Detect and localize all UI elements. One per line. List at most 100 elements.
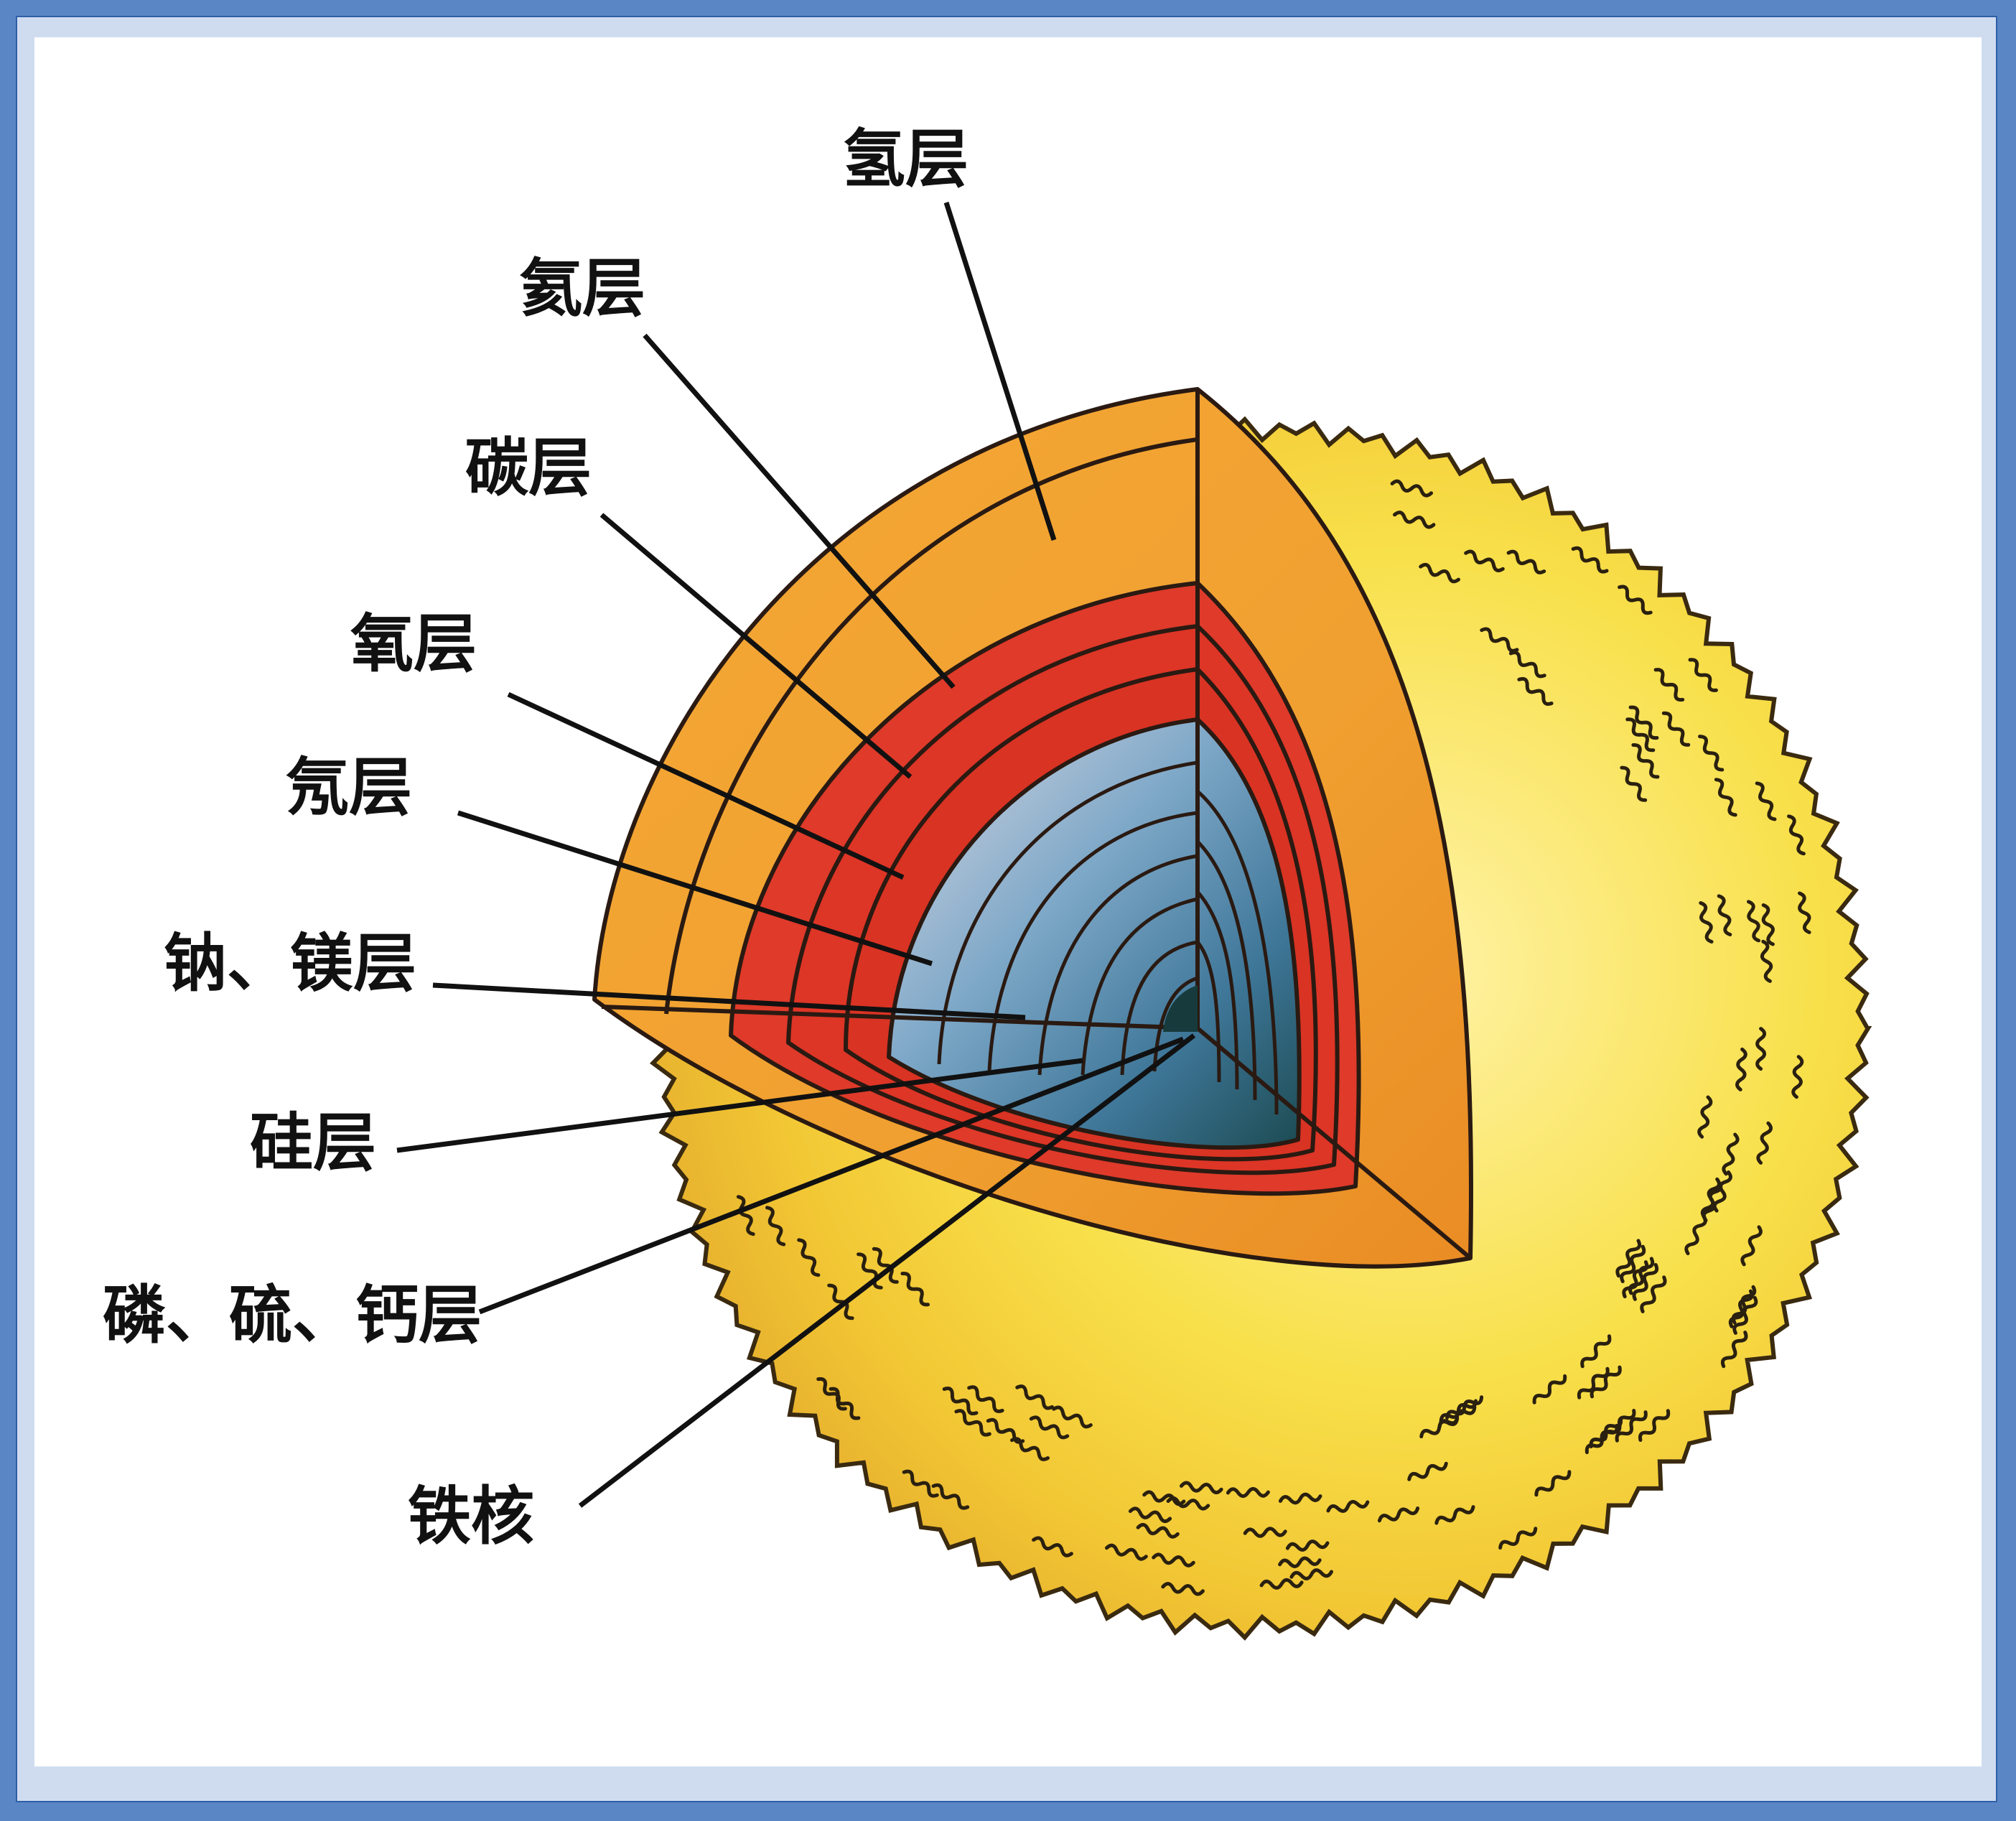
surface-squiggle xyxy=(1618,585,1653,615)
label-phosphorus-sulfur-calcium: 磷、硫、钙层 xyxy=(103,1278,482,1352)
surface-squiggle xyxy=(1787,814,1806,856)
surface-squiggle xyxy=(931,1483,970,1510)
surface-squiggle xyxy=(1015,1384,1054,1410)
surface-squiggle xyxy=(1480,627,1519,653)
leader-sodium-magnesium xyxy=(432,982,1026,1020)
surface-squiggle xyxy=(1698,735,1725,772)
surface-squiggle xyxy=(1326,1499,1370,1513)
hydrogen-layer-inner-line xyxy=(664,437,1198,1015)
surface-squiggle xyxy=(967,1385,1004,1414)
surface-squiggle xyxy=(900,1272,930,1307)
surface-squiggle xyxy=(1699,901,1714,944)
surface-squiggle xyxy=(829,1387,861,1420)
label-iron-core: 铁核 xyxy=(408,1479,534,1553)
surface-squiggle xyxy=(1760,939,1773,983)
surface-squiggle xyxy=(1589,1417,1623,1448)
cutaway-layers xyxy=(592,387,1473,1269)
leader-helium xyxy=(643,333,956,689)
surface-squiggle xyxy=(1226,1486,1270,1499)
surface-squiggle xyxy=(1628,705,1659,740)
surface-squiggle xyxy=(1755,781,1777,821)
surface-squiggle xyxy=(1755,1027,1767,1071)
surface-texture xyxy=(736,479,1811,1596)
surface-squiggle xyxy=(1161,1582,1205,1596)
surface-squiggle xyxy=(1620,1244,1646,1283)
surface-squiggle xyxy=(1720,1331,1748,1369)
surface-squiggle xyxy=(1722,1132,1740,1176)
label-carbon: 碳层 xyxy=(465,431,592,505)
surface-squiggle xyxy=(1571,546,1609,574)
surface-squiggle xyxy=(1136,1522,1180,1539)
surface-squiggle xyxy=(1498,1527,1538,1550)
surface-squiggle xyxy=(902,1469,939,1498)
surface-squiggle xyxy=(1534,1470,1572,1497)
surface-squiggle xyxy=(1590,1365,1622,1399)
surface-squiggle xyxy=(1622,1260,1649,1299)
surface-squiggle xyxy=(1688,658,1718,692)
diagram-panel: 氢层 氦层 碳层 氧层 氖层 钠、镁层 硅层 磷、硫、钙层 铁核 xyxy=(34,37,1982,1766)
leader-iron-core xyxy=(578,1033,1196,1508)
label-helium: 氦层 xyxy=(519,251,645,325)
surface-squiggle xyxy=(1661,711,1691,747)
surface-squiggle xyxy=(816,1377,847,1411)
surface-squiggle xyxy=(1653,668,1685,702)
surface-squiggle xyxy=(954,1409,991,1437)
surface-squiggle xyxy=(1052,1405,1093,1429)
surface-squiggle xyxy=(827,1283,854,1321)
surface-squiggle xyxy=(1761,903,1775,946)
label-hydrogen: 氢层 xyxy=(842,122,969,196)
surface-squiggle xyxy=(1393,511,1436,529)
surface-squiggle xyxy=(1407,1461,1448,1481)
surface-squiggle xyxy=(1390,479,1433,498)
surface-squiggle xyxy=(1700,1177,1721,1219)
surface-squiggle xyxy=(1756,1121,1773,1165)
surface-squiggle xyxy=(1032,1536,1073,1557)
label-neon: 氖层 xyxy=(286,750,412,824)
surface-squiggle xyxy=(1180,1481,1223,1495)
cut-edge-right xyxy=(1196,1026,1472,1260)
surface-squiggle xyxy=(1259,1578,1304,1590)
surface-squiggle xyxy=(1740,1225,1763,1267)
surface-squiggle xyxy=(942,1387,979,1416)
leader-silicon xyxy=(396,1058,1083,1153)
leader-carbon xyxy=(599,513,913,779)
surface-squiggle xyxy=(872,1247,899,1284)
surface-squiggle xyxy=(1142,1490,1186,1506)
surface-squiggle xyxy=(765,1206,786,1247)
surface-squiggle xyxy=(1735,1047,1747,1091)
leader-phosphorus-sulfur-calcium xyxy=(478,1036,1185,1315)
surface-squiggle xyxy=(1152,1552,1195,1568)
surface-squiggle xyxy=(1278,1492,1322,1505)
surface-squiggle xyxy=(1732,1295,1758,1335)
surface-squiggle xyxy=(1508,651,1546,679)
surface-squiggle xyxy=(1615,1410,1648,1443)
surface-squiggle xyxy=(1697,1095,1713,1139)
surface-squiggle xyxy=(1714,778,1737,817)
surface-squiggle xyxy=(1434,1505,1475,1525)
surface-squiggle xyxy=(1620,765,1648,802)
surface-squiggle xyxy=(986,1417,1025,1444)
surface-squiggle xyxy=(1243,1527,1287,1538)
surface-squiggle xyxy=(1580,1334,1612,1369)
surface-squiggle xyxy=(1625,717,1656,753)
surface-squiggle xyxy=(1798,891,1811,934)
surface-squiggle xyxy=(1791,1055,1804,1099)
core-dark xyxy=(1163,985,1198,1032)
label-sodium-magnesium: 钠、镁层 xyxy=(164,926,416,1000)
surface-squiggle xyxy=(1631,742,1660,779)
surface-squiggle xyxy=(1638,1409,1671,1442)
layer-labels: 氢层 氦层 碳层 氧层 氖层 钠、镁层 硅层 磷、硫、钙层 铁核 xyxy=(103,122,969,1553)
leader-oxygen xyxy=(507,691,905,880)
surface-squiggle xyxy=(797,1238,821,1277)
surface-squiggle xyxy=(1377,1506,1420,1523)
surface-squiggle xyxy=(1532,1374,1567,1405)
surface-squiggle xyxy=(1731,1285,1757,1325)
surface-squiggle xyxy=(736,1195,755,1236)
label-silicon: 硅层 xyxy=(250,1106,376,1180)
surface-squiggle xyxy=(1128,1506,1172,1524)
surface-squiggle xyxy=(1166,1496,1210,1511)
surface-squiggle xyxy=(1517,676,1554,706)
surface-squiggle xyxy=(857,1252,883,1290)
star-structure-diagram: 氢层 氦层 碳层 氧层 氖层 钠、镁层 硅层 磷、硫、钙层 铁核 xyxy=(103,122,1872,1641)
surface-squiggle xyxy=(1464,549,1505,573)
